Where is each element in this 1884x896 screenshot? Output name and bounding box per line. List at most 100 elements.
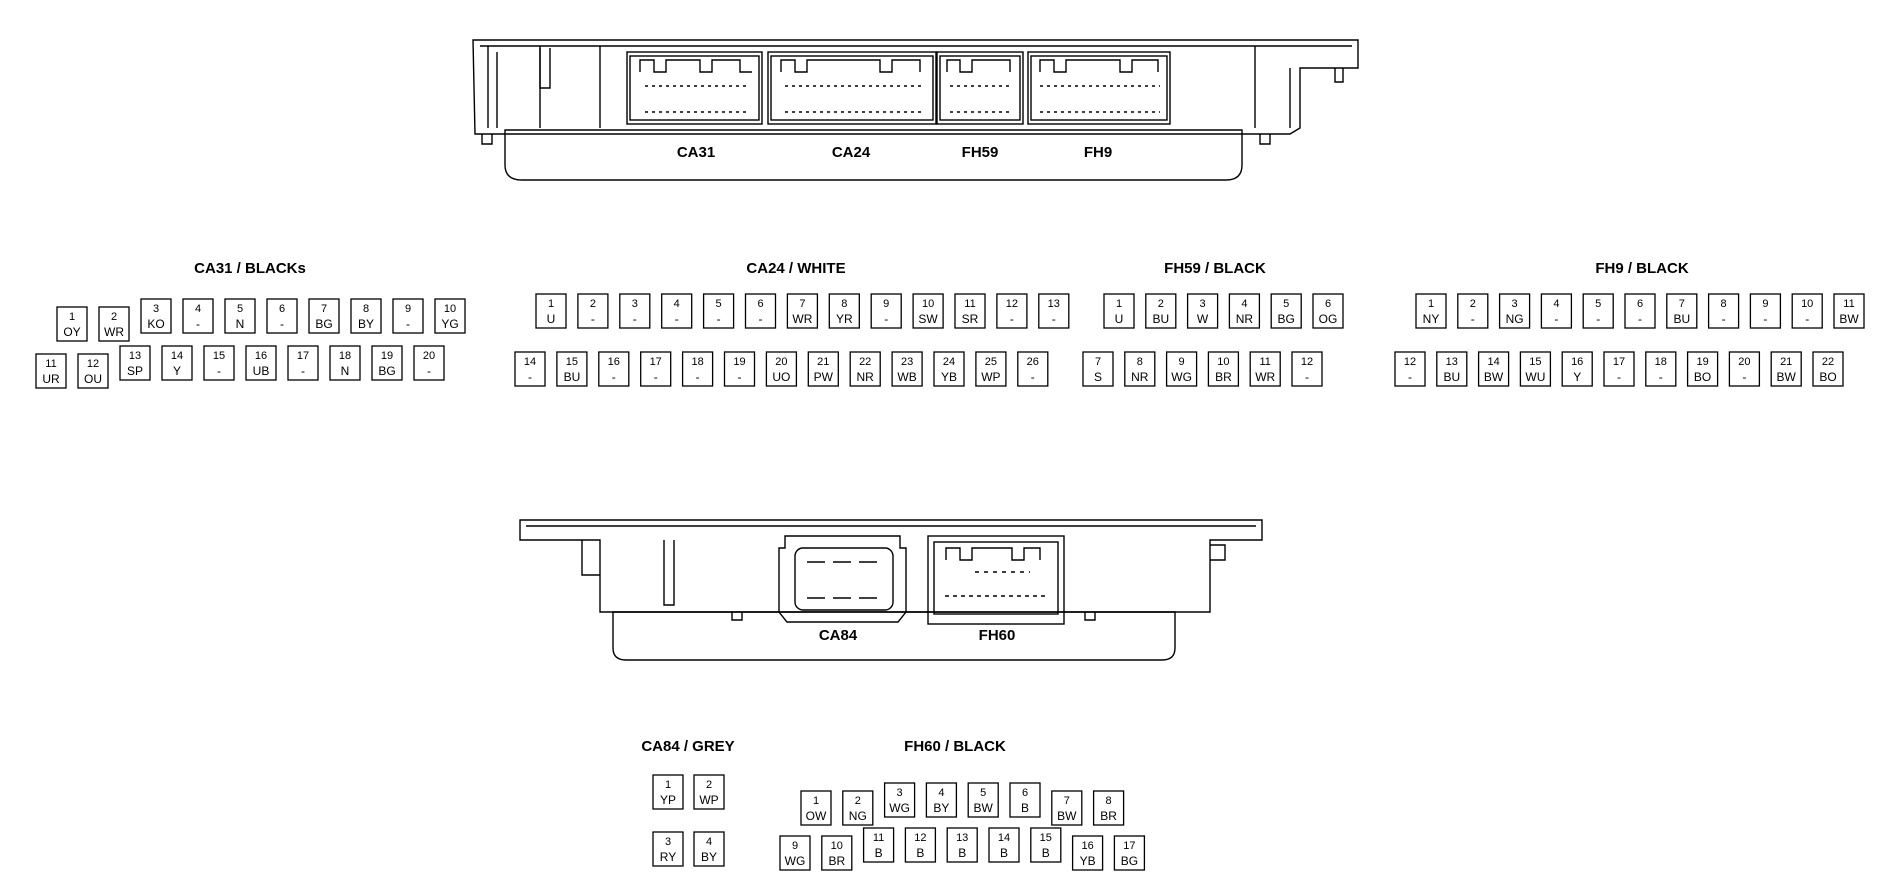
pin-number: 4 [706, 836, 712, 848]
pin-number: 3 [665, 836, 671, 848]
pin-box [1051, 790, 1083, 826]
pin-number: 10 [444, 303, 456, 315]
pin-wire-color: - [427, 364, 431, 378]
pin-box [1666, 293, 1698, 329]
pin-number: 12 [914, 832, 926, 844]
pin-number: 13 [1048, 298, 1060, 310]
pin-box [56, 306, 88, 342]
pin-number: 2 [1470, 298, 1476, 310]
pin-fh9-10: 10- [1791, 293, 1823, 329]
pin-box [371, 345, 403, 381]
pin-number: 6 [1637, 298, 1643, 310]
pin-ca24-14: 14- [514, 351, 546, 387]
pin-fh60-6: 6B [1009, 782, 1041, 818]
pin-box [1436, 351, 1468, 387]
pin-ca24-19: 19- [723, 351, 756, 387]
pin-wire-color: BY [933, 801, 949, 815]
pin-wire-color: - [280, 317, 284, 331]
pin-fh59-12: 12- [1291, 351, 1323, 387]
pin-ca24-9: 9- [870, 293, 902, 329]
pinout-tables: CA31 / BLACKs1OY2WR3KO4-5N6-7BG8BY9-10YG… [35, 260, 1865, 871]
pin-wire-color: S [1094, 370, 1102, 384]
pin-box [967, 782, 999, 818]
pin-wire-color: UR [42, 372, 60, 386]
pin-wire-color: - [1596, 312, 1600, 326]
pin-box [821, 835, 853, 871]
pin-wire-color: BW [1484, 370, 1504, 384]
pin-wire-color: WU [1525, 370, 1545, 384]
pin-number: 13 [1446, 356, 1458, 368]
pin-box [1833, 293, 1865, 329]
pin-box [1415, 293, 1447, 329]
pin-box [693, 831, 725, 867]
pin-ca31-14: 14Y [161, 345, 193, 381]
pin-wire-color: - [717, 312, 721, 326]
pin-box [1291, 351, 1323, 387]
pin-number: 3 [1512, 298, 1518, 310]
pin-number: 18 [339, 350, 351, 362]
pin-fh59-6: 6OG [1312, 293, 1344, 329]
pin-number: 20 [1738, 356, 1750, 368]
pin-wire-color: WR [104, 325, 124, 339]
pin-number: 9 [1179, 356, 1185, 368]
pin-box [392, 298, 424, 334]
pin-box [996, 293, 1028, 329]
pin-wire-color: UB [253, 364, 270, 378]
pin-wire-color: B [1000, 846, 1008, 860]
pin-wire-color: YG [441, 317, 458, 331]
pin-fh60-7: 7BW [1051, 790, 1083, 826]
pin-number: 7 [1095, 356, 1101, 368]
pin-ca84-1: 1YP [652, 774, 684, 810]
pin-box [1017, 351, 1049, 387]
pin-wire-color: B [1042, 846, 1050, 860]
pin-box [1770, 351, 1802, 387]
pin-number: 22 [1822, 356, 1834, 368]
pin-number: 15 [566, 356, 578, 368]
pin-number: 2 [706, 779, 712, 791]
pin-ca31-4: 4- [182, 298, 214, 334]
pin-number: 14 [1487, 356, 1499, 368]
pin-fh9-8: 8- [1707, 293, 1740, 329]
connector-ca24: CA24 / WHITE1U2-3-4-5-6-7WR8YR9-10SW11SR… [514, 260, 1070, 387]
pin-ca84-4: 4BY [693, 831, 725, 867]
pin-wire-color: BG [1278, 312, 1295, 326]
pin-wire-color: OG [1319, 312, 1338, 326]
pin-fh59-4: 4NR [1228, 293, 1261, 329]
pin-fh59-9: 9WG [1165, 351, 1198, 387]
pin-ca24-5: 5- [702, 293, 735, 329]
pin-number: 11 [873, 832, 884, 844]
pin-number: 9 [1762, 298, 1768, 310]
pin-fh60-3: 3WG [883, 782, 916, 818]
pin-box [1561, 351, 1593, 387]
pin-fh60-8: 8BR [1092, 790, 1125, 826]
pin-box [1113, 835, 1146, 871]
pin-wire-color: NY [1423, 312, 1440, 326]
pin-fh9-18: 18- [1645, 351, 1677, 387]
pin-number: 8 [1137, 356, 1143, 368]
pin-fh60-5: 5BW [967, 782, 999, 818]
pin-box [514, 351, 546, 387]
pin-wire-color: OW [806, 809, 827, 823]
pin-box [1540, 293, 1573, 329]
pin-fh59-3: 3W [1186, 293, 1219, 329]
pin-ca24-13: 13- [1038, 293, 1070, 329]
pin-ca31-3: 3KO [140, 298, 172, 334]
pin-ca31-7: 7BG [308, 298, 340, 334]
pin-number: 12 [1006, 298, 1018, 310]
pin-fh9-12: 12- [1394, 351, 1426, 387]
pin-wire-color: - [759, 312, 763, 326]
pin-wire-color: BW [974, 801, 994, 815]
pin-number: 15 [213, 350, 225, 362]
pin-box [245, 345, 277, 381]
pin-number: 4 [195, 303, 201, 315]
pin-wire-color: - [217, 364, 221, 378]
pin-number: 3 [632, 298, 638, 310]
pin-ca24-4: 4- [661, 293, 693, 329]
pin-number: 1 [548, 298, 554, 310]
pin-number: 14 [171, 350, 183, 362]
